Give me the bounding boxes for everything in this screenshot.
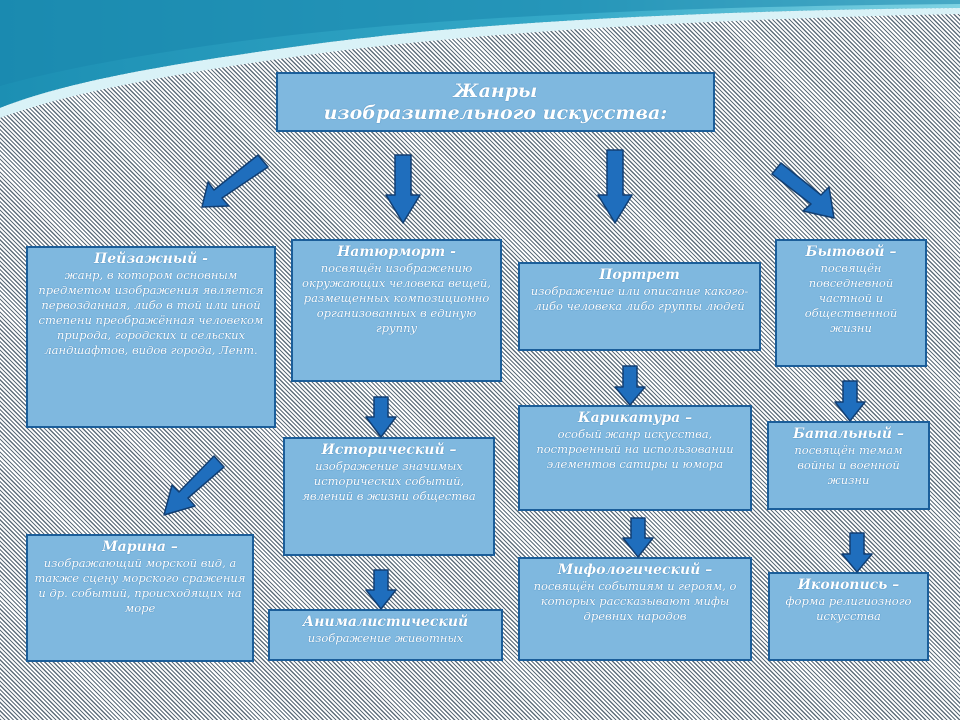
node-caricature: Карикатура – особый жанр искусства, пост… bbox=[518, 405, 752, 511]
node-icon-painting-desc: форма религиозного искусства bbox=[785, 594, 912, 623]
arrow-title-to-still-life bbox=[385, 154, 421, 224]
node-historical: Исторический – изображение значимых исто… bbox=[283, 437, 495, 556]
title-box: Жанры изобразительного искусства: bbox=[276, 72, 715, 132]
node-still-life-desc: посвящён изображению окружающих человека… bbox=[302, 261, 491, 335]
node-mythological: Мифологический – посвящён событиям и гер… bbox=[518, 557, 752, 661]
node-genre-desc: посвящён повседневной частной и обществе… bbox=[804, 261, 898, 335]
node-portrait-title: Портрет bbox=[599, 267, 680, 283]
node-landscape: Пейзажный - жанр, в котором основным пре… bbox=[26, 246, 276, 428]
title-line-2: изобразительного искусства: bbox=[323, 102, 668, 124]
node-animalistic-title: Анималистический bbox=[302, 614, 469, 630]
title-line-1: Жанры bbox=[453, 80, 538, 102]
node-mythological-desc: посвящён событиям и героям, о которых ра… bbox=[533, 579, 737, 623]
arrow-portrait-to-caricature bbox=[614, 365, 646, 406]
node-portrait: Портрет изображение или описание какого-… bbox=[518, 262, 761, 351]
node-mythological-title: Мифологический – bbox=[557, 562, 713, 578]
node-genre-title: Бытовой – bbox=[805, 244, 897, 260]
node-battle-desc: посвящён темам войны и военной жизни bbox=[794, 443, 903, 487]
arrow-historical-to-animalistic bbox=[365, 569, 397, 610]
node-landscape-title: Пейзажный - bbox=[94, 251, 208, 267]
node-animalistic: Анималистический изображение животных bbox=[268, 609, 503, 661]
node-portrait-desc: изображение или описание какого-либо чел… bbox=[530, 284, 749, 313]
arrow-title-to-landscape bbox=[201, 154, 269, 208]
arrow-caricature-to-mythological bbox=[622, 517, 654, 558]
node-historical-title: Исторический – bbox=[321, 442, 457, 458]
decorative-wave-banner bbox=[0, 0, 960, 118]
node-still-life-title: Натюрморт - bbox=[337, 244, 456, 260]
node-still-life: Натюрморт - посвящён изображению окружаю… bbox=[291, 239, 502, 382]
arrow-landscape-to-marine bbox=[163, 455, 225, 516]
node-genre: Бытовой – посвящён повседневной частной … bbox=[775, 239, 927, 367]
node-marine-title: Марина – bbox=[102, 539, 178, 555]
arrow-still-life-to-historical bbox=[365, 396, 397, 438]
node-icon-painting: Иконопись – форма религиозного искусства bbox=[768, 572, 929, 661]
node-battle: Батальный – посвящён темам войны и военн… bbox=[767, 421, 930, 510]
node-animalistic-desc: изображение животных bbox=[307, 631, 464, 645]
arrow-battle-to-icon-painting bbox=[841, 532, 873, 573]
node-caricature-desc: особый жанр искусства, построенный на ис… bbox=[536, 427, 734, 471]
arrow-title-to-portrait bbox=[597, 149, 633, 224]
node-historical-desc: изображение значимых исторических событи… bbox=[302, 459, 476, 503]
arrow-genre-to-battle bbox=[834, 380, 866, 422]
node-icon-painting-title: Иконопись – bbox=[797, 577, 900, 593]
node-marine: Марина – изображающий морской вид, а так… bbox=[26, 534, 254, 662]
arrow-title-to-genre bbox=[771, 162, 835, 219]
node-landscape-desc: жанр, в котором основным предметом изобр… bbox=[38, 268, 264, 357]
node-battle-title: Батальный – bbox=[793, 426, 904, 442]
node-marine-desc: изображающий морской вид, а также сцену … bbox=[34, 556, 246, 615]
node-caricature-title: Карикатура – bbox=[577, 410, 693, 426]
